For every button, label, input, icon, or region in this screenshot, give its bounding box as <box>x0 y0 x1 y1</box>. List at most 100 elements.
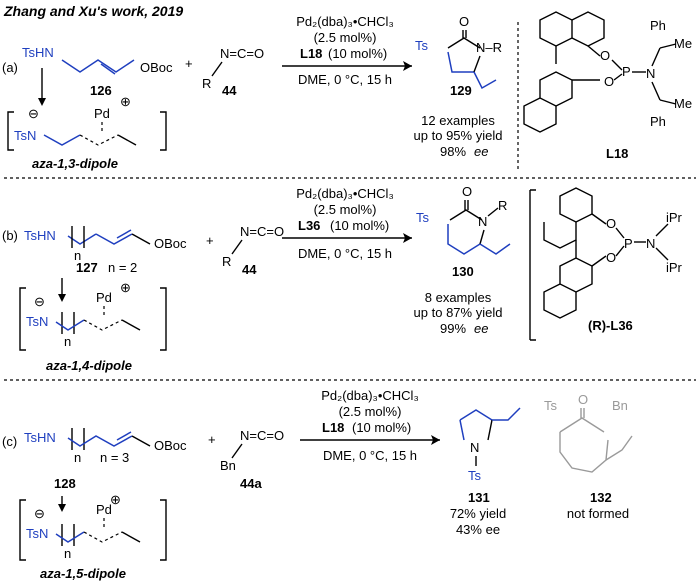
intermediate-a-chain <box>43 134 81 146</box>
product-a-carbonyl <box>462 30 467 38</box>
substrate-c-number: 128 <box>54 476 76 491</box>
substrate-b-tshn: TsHN <box>24 228 56 243</box>
l18-me-1: Me <box>674 36 692 51</box>
l18-me-2: Me <box>674 96 692 111</box>
ligand-b-label: (R)-L36 <box>588 318 633 333</box>
intermediate-a-allyl <box>79 134 119 146</box>
product-b-nitrogen: N <box>478 214 487 229</box>
byproduct-vinyl <box>605 435 633 461</box>
byproduct-ts: Ts <box>544 398 558 413</box>
product-b-number: 130 <box>452 264 474 279</box>
results-b-yield: up to 87% yield <box>414 305 503 320</box>
product-b-o: O <box>462 184 472 199</box>
intermediate-b-allyl <box>83 319 123 331</box>
substrate-a-chain <box>61 59 135 73</box>
product-c-n: N <box>470 440 479 455</box>
l18-n-arms <box>651 47 661 101</box>
intermediate-b-minus: ⊖ <box>34 294 45 309</box>
dipole-c-label: aza-1,5-dipole <box>40 566 126 581</box>
isocyanate-a: N=C=O <box>220 46 264 61</box>
arrow-c-head <box>431 435 440 445</box>
byproduct-number: 132 <box>590 490 612 505</box>
intermediate-a-minus: ⊖ <box>28 106 39 121</box>
intermediate-c-pd: Pd <box>96 502 112 517</box>
substrate-c-parens <box>71 428 85 450</box>
section-c-label: (c) <box>2 434 17 449</box>
l36-naph-ring-2 <box>543 222 577 249</box>
byproduct-bn: Bn <box>612 398 628 413</box>
conditions-b-loading: (2.5 mol%) <box>314 202 377 217</box>
intermediate-a-pd: Pd <box>94 106 110 121</box>
conditions-c-solvent: DME, 0 °C, 15 h <box>323 448 417 463</box>
results-a-yield: up to 95% yield <box>414 128 503 143</box>
substrate-b-chain <box>95 233 133 245</box>
product-a-nr: N–R <box>476 40 502 55</box>
product-a-vinyl <box>473 71 497 90</box>
intermediate-c-tail <box>121 531 141 543</box>
dipole-b-label: aza-1,4-dipole <box>46 358 132 373</box>
l18-p: P <box>622 64 631 79</box>
isocyanate-c-bn: Bn <box>220 458 236 473</box>
product-c-ring-left <box>459 419 465 441</box>
substrate-a-number: 126 <box>90 83 112 98</box>
product-b-r-bond <box>487 207 499 217</box>
intermediate-a-bracket-left <box>7 111 14 151</box>
l36-ipr-1: iPr <box>666 210 683 225</box>
product-b-ts: Ts <box>416 210 430 225</box>
substrate-b-tail <box>131 233 151 245</box>
conditions-c-ligand: L18 <box>322 420 344 435</box>
l18-naph-ring-3 <box>539 71 573 107</box>
intermediate-a-bracket-right <box>160 111 167 151</box>
substrate-a-double-bond <box>100 63 116 75</box>
intermediate-a-tail <box>117 134 137 146</box>
substrate-c-tail <box>131 435 151 447</box>
section-b-label: (b) <box>2 228 18 243</box>
l36-ipr-bonds <box>655 223 669 261</box>
substrate-b-double-bond <box>116 229 132 239</box>
l36-ipr-2: iPr <box>666 260 683 275</box>
isocyanate-c-number: 44a <box>240 476 262 491</box>
ligand-l36-structure: O O P N iPr iPr <box>543 187 683 319</box>
substrate-c-tshn: TsHN <box>24 430 56 445</box>
l18-me-bonds <box>659 43 677 105</box>
byproduct-ring-top <box>559 417 605 433</box>
isocyanate-b-r: R <box>222 254 231 269</box>
scheme-title: Zhang and Xu's work, 2019 <box>3 3 183 19</box>
ligand-b-bracket-ticks <box>530 189 536 341</box>
conditions-b-catalyst: Pd₂(dba)₃•CHCl₃ <box>296 186 394 201</box>
isocyanate-b-bond <box>231 239 243 255</box>
intermediate-c-chain <box>55 531 85 543</box>
isocyanate-a-bond <box>211 61 223 77</box>
arrow-b-head <box>403 233 412 243</box>
intermediate-b-tail <box>121 319 141 331</box>
intermediate-c-n: n <box>64 546 71 561</box>
intermediate-b-chain <box>55 319 85 331</box>
intermediate-c-allyl <box>83 531 123 543</box>
intermediate-c-minus: ⊖ <box>34 506 45 521</box>
substrate-c-chain <box>67 435 133 447</box>
intermediate-b-bracket-right <box>160 287 167 351</box>
l18-naph-ring-1 <box>539 11 573 47</box>
results-c-yield: 72% yield <box>450 506 506 521</box>
intermediate-a-tsn: TsN <box>14 128 36 143</box>
substrate-a-oboc: OBoc <box>140 60 173 75</box>
product-b-ring-right <box>479 229 485 245</box>
l18-ph-1: Ph <box>650 18 666 33</box>
dipole-a-label: aza-1,3-dipole <box>32 156 118 171</box>
substrate-c-n: n <box>74 450 81 465</box>
substrate-b-n-value: n = 2 <box>108 260 137 275</box>
product-b-ring-top <box>449 209 483 221</box>
substrate-a-tshn: TsHN <box>22 45 54 60</box>
substrate-c-n-value: n = 3 <box>100 450 129 465</box>
conditions-a-loading: (2.5 mol%) <box>314 30 377 45</box>
intermediate-b-tsn: TsN <box>26 314 48 329</box>
l36-naph-ring-1 <box>559 187 593 223</box>
results-c-ee: 43% ee <box>456 522 500 537</box>
intermediate-c-plus: ⊕ <box>110 492 121 507</box>
intermediate-a-arrow-head <box>38 98 46 106</box>
l36-o-2: O <box>606 250 616 265</box>
l18-o-2: O <box>604 74 614 89</box>
l36-naph-ring-3 <box>559 257 593 293</box>
